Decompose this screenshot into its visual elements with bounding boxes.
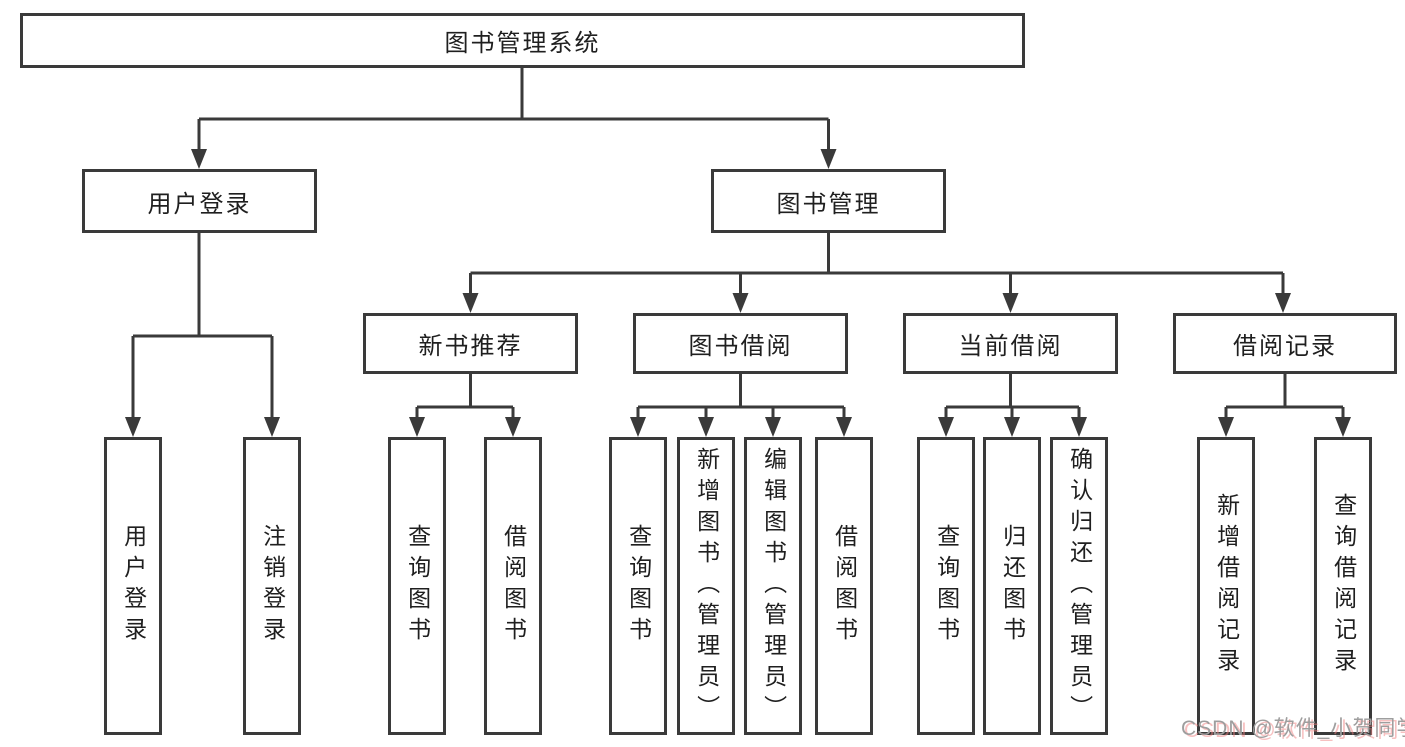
- node-label: 注销登录: [259, 524, 286, 648]
- node-label: 当前借阅: [958, 333, 1063, 360]
- leaf-br-add-record: 新增借阅记录: [1197, 437, 1255, 735]
- leaf-logout: 注销登录: [243, 437, 301, 735]
- node-book-mgmt: 图书管理: [711, 169, 946, 233]
- node-label: 用户登录: [147, 190, 252, 218]
- node-label: 借阅图书: [831, 524, 858, 648]
- node-label: 确认归还（管理员）: [1066, 446, 1093, 726]
- node-new-book-rec: 新书推荐: [363, 313, 578, 374]
- node-label: 查询借阅记录: [1330, 493, 1357, 679]
- node-label: 图书借阅: [688, 333, 793, 360]
- node-label: 查询图书: [625, 524, 652, 648]
- leaf-bb-edit-books: 编辑图书（管理员）: [744, 437, 802, 735]
- node-label: 图书管理: [776, 190, 881, 218]
- node-label: 归还图书: [999, 524, 1026, 648]
- node-root: 图书管理系统: [20, 13, 1025, 68]
- leaf-bb-borrow-books: 借阅图书: [815, 437, 873, 735]
- node-label: 新增借阅记录: [1213, 493, 1240, 679]
- node-label: 用户登录: [120, 524, 147, 648]
- leaf-br-query-record: 查询借阅记录: [1314, 437, 1372, 735]
- node-current-borrow: 当前借阅: [903, 313, 1118, 374]
- leaf-bb-add-books: 新增图书（管理员）: [677, 437, 735, 735]
- node-label: 新书推荐: [418, 333, 523, 360]
- node-label: 查询图书: [404, 524, 431, 648]
- node-borrow-records: 借阅记录: [1173, 313, 1397, 374]
- node-label: 借阅记录: [1233, 333, 1337, 360]
- leaf-user-login: 用户登录: [104, 437, 162, 735]
- node-label: 查询图书: [933, 524, 960, 648]
- node-label: 新增图书（管理员）: [693, 446, 720, 726]
- leaf-nbr-query-books: 查询图书: [388, 437, 446, 735]
- node-label: 图书管理系统: [444, 30, 601, 57]
- node-book-borrow: 图书借阅: [633, 313, 848, 374]
- node-label: 编辑图书（管理员）: [760, 446, 787, 726]
- node-user-login: 用户登录: [82, 169, 317, 233]
- leaf-cb-query-books: 查询图书: [917, 437, 975, 735]
- leaf-cb-confirm-return: 确认归还（管理员）: [1050, 437, 1108, 735]
- leaf-bb-query-books: 查询图书: [609, 437, 667, 735]
- leaf-nbr-borrow-books: 借阅图书: [484, 437, 542, 735]
- leaf-cb-return-books: 归还图书: [983, 437, 1041, 735]
- node-label: 借阅图书: [500, 524, 527, 648]
- csdn-watermark: CSDN @软件_小贺同学: [1181, 717, 1405, 740]
